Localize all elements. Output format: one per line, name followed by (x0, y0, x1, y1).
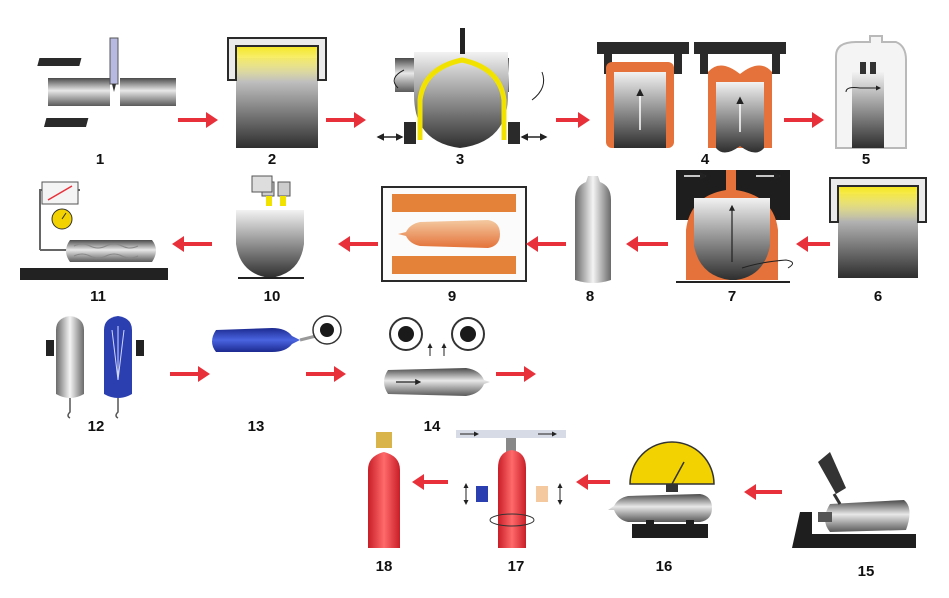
arrow-16-to-17 (576, 474, 610, 490)
step-label-18: 18 (375, 558, 393, 575)
step-13-blast-cleaning-illustration (212, 315, 342, 352)
step-4-hot-forming-illustration (597, 42, 786, 153)
step-10-valve-test-illustration (236, 175, 304, 279)
arrow-9-to-10 (338, 236, 378, 252)
step-label-10: 10 (263, 288, 281, 305)
step-label-4: 4 (700, 151, 710, 168)
step-label-8: 8 (585, 288, 595, 305)
step-label-2: 2 (267, 151, 277, 168)
step-2-heating-illustration (227, 37, 327, 148)
step-label-6: 6 (873, 288, 883, 305)
step-5-neck-finishing-illustration (835, 35, 907, 149)
step-label-5: 5 (861, 151, 871, 168)
step-12-cleaning-illustration (46, 316, 144, 419)
process-flow-arrows (170, 112, 830, 500)
step-11-hydrostatic-test-illustration (20, 181, 168, 280)
arrow-15-to-16 (744, 484, 782, 500)
arrow-7-to-8 (626, 236, 668, 252)
step-label-17: 17 (507, 558, 525, 575)
step-label-11: 11 (90, 288, 106, 305)
step-label-12: 12 (87, 418, 105, 435)
step-label-3: 3 (455, 151, 465, 168)
step-7-closing-illustration (676, 170, 793, 283)
arrow-3-to-4 (556, 112, 590, 128)
arrow-1-to-2 (178, 112, 218, 128)
arrow-6-to-7 (796, 236, 830, 252)
step-14-shot-blasting-illustration (384, 317, 490, 396)
arrow-13-to-14 (306, 366, 346, 382)
arrow-17-to-18 (412, 474, 448, 490)
step-6-heating-illustration (829, 177, 927, 278)
step-label-14: 14 (423, 418, 441, 435)
step-3-spinning-illustration (376, 28, 548, 148)
step-16-weighing-illustration (608, 441, 715, 538)
arrow-10-to-11 (172, 236, 212, 252)
arrow-8-to-9 (526, 236, 566, 252)
step-9-heat-treatment-furnace-illustration (381, 186, 527, 282)
step-label-15: 15 (857, 563, 875, 580)
step-label-7: 7 (727, 288, 737, 305)
step-18-finished-cylinder-illustration (368, 432, 400, 548)
step-label-13: 13 (247, 418, 265, 435)
step-label-1: 1 (95, 151, 105, 168)
arrow-2-to-3 (326, 112, 366, 128)
arrow-4-to-5 (784, 112, 824, 128)
arrow-12-to-13 (170, 366, 210, 382)
step-8-formed-shell-illustration (575, 176, 611, 283)
step-label-9: 9 (447, 288, 457, 305)
step-label-16: 16 (655, 558, 673, 575)
step-15-stamping-illustration (792, 452, 916, 548)
arrow-14-exit (496, 366, 536, 382)
step-1-tube-cutting-illustration (37, 37, 176, 127)
step-17-valve-fitting-illustration (456, 430, 566, 548)
